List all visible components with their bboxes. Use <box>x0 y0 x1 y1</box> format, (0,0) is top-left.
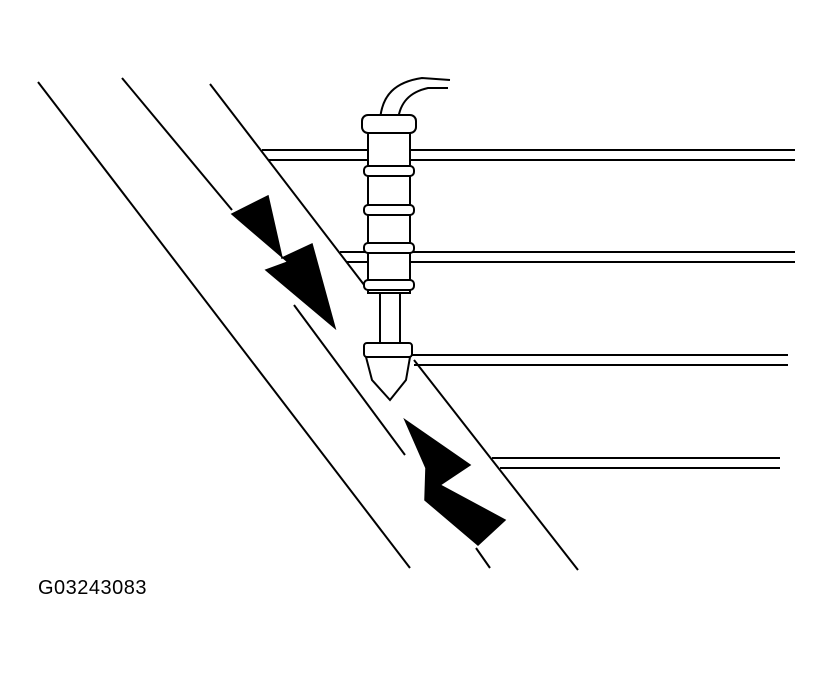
probe-tip-collar <box>363 342 413 358</box>
figure-id-label: G03243083 <box>38 577 148 599</box>
channel-wall-inner-upper <box>121 77 233 211</box>
channel-wall-right <box>209 83 369 291</box>
fin-1 <box>262 149 795 161</box>
probe-tip <box>364 356 412 402</box>
sensor-probe-icon <box>361 76 451 402</box>
channel-wall-inner-mid <box>293 304 406 456</box>
probe-ring-3 <box>363 242 415 254</box>
probe-ring-1 <box>363 165 415 177</box>
probe-ring-4 <box>363 279 415 291</box>
probe-cable <box>379 76 451 121</box>
flow-arrow-down-icon <box>230 194 337 331</box>
fin-3 <box>405 354 788 366</box>
diagonal-channel <box>37 77 579 571</box>
fin-2 <box>340 251 795 263</box>
fin-4 <box>492 457 780 469</box>
horizontal-fins <box>262 149 795 469</box>
flow-arrow-up-icon <box>403 417 507 547</box>
channel-wall-inner-lower <box>475 547 491 569</box>
probe-ring-2 <box>363 204 415 216</box>
probe-cap <box>361 114 417 134</box>
probe-stem <box>379 292 401 346</box>
channel-wall-right-lower <box>413 359 579 571</box>
channel-wall-outer-left <box>37 81 411 569</box>
